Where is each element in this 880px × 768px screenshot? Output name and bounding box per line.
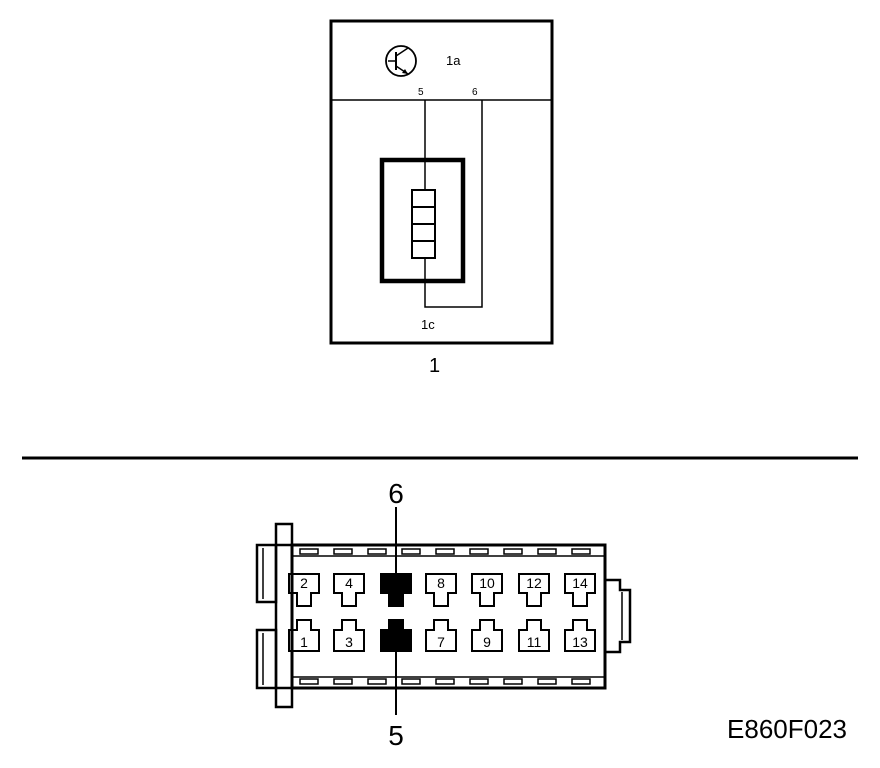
connector-latch bbox=[603, 578, 632, 654]
rib bbox=[537, 548, 557, 555]
cavity-pin-2: 2 bbox=[288, 573, 320, 607]
connector-ribs-top bbox=[299, 548, 591, 555]
rib bbox=[503, 548, 523, 555]
rib bbox=[537, 678, 557, 685]
rib bbox=[401, 678, 421, 685]
module-wires bbox=[424, 100, 483, 308]
pin-number-11: 11 bbox=[527, 634, 542, 650]
module-1: 1a 5 6 1c 1 bbox=[329, 19, 554, 377]
cavity-pin-10: 10 bbox=[471, 573, 503, 607]
connector: 2 4 8 10 12 14 1 bbox=[255, 478, 632, 751]
pin-number-8: 8 bbox=[437, 575, 445, 591]
module-outline bbox=[329, 19, 554, 345]
rib bbox=[333, 678, 353, 685]
rib bbox=[571, 548, 591, 555]
rib bbox=[469, 678, 489, 685]
cavity-pin-14: 14 bbox=[564, 573, 596, 607]
sub-upper-label: 1a bbox=[446, 53, 461, 68]
cavity-pin-7: 7 bbox=[425, 619, 457, 652]
rib bbox=[435, 548, 455, 555]
pin-number-7: 7 bbox=[437, 634, 445, 650]
pin-number-3: 3 bbox=[345, 634, 353, 650]
rib bbox=[503, 678, 523, 685]
cavity-pin-1: 1 bbox=[288, 619, 320, 652]
rib bbox=[299, 548, 319, 555]
module-pin-5-label: 5 bbox=[418, 87, 424, 98]
pin-number-1: 1 bbox=[300, 634, 308, 650]
module-pin-6-label: 6 bbox=[472, 87, 478, 98]
cavity-pin-9: 9 bbox=[471, 619, 503, 652]
cavity-pin-3: 3 bbox=[333, 619, 365, 652]
module-caption: 1 bbox=[429, 355, 440, 377]
rib bbox=[367, 678, 387, 685]
rib bbox=[401, 548, 421, 555]
connector-body bbox=[290, 543, 607, 690]
pin-number-2: 2 bbox=[300, 575, 308, 591]
pin-number-13: 13 bbox=[572, 634, 588, 650]
pin-number-4: 4 bbox=[345, 575, 353, 591]
cavity-pin-8: 8 bbox=[425, 573, 457, 607]
rib bbox=[333, 548, 353, 555]
cavity-pin-13: 13 bbox=[564, 619, 596, 652]
pin-number-10: 10 bbox=[479, 575, 495, 591]
rib bbox=[435, 678, 455, 685]
callout-label-bottom: 5 bbox=[388, 720, 404, 751]
resistor-element bbox=[411, 189, 436, 259]
sensor-housing bbox=[379, 157, 466, 284]
figure-code: E860F023 bbox=[727, 714, 847, 744]
callout-label-top: 6 bbox=[388, 478, 404, 509]
connector-ear-top-left bbox=[255, 543, 278, 604]
sub-lower-label: 1c bbox=[421, 317, 435, 332]
connector-ear-bottom-left bbox=[255, 628, 278, 690]
rib bbox=[299, 678, 319, 685]
cavity-pin-12: 12 bbox=[518, 573, 550, 607]
rib bbox=[469, 548, 489, 555]
pin-number-12: 12 bbox=[526, 575, 542, 591]
cavity-pin-4: 4 bbox=[333, 573, 365, 607]
pin-number-14: 14 bbox=[572, 575, 588, 591]
rib bbox=[571, 678, 591, 685]
connector-ribs-bottom bbox=[299, 678, 591, 685]
rib bbox=[367, 548, 387, 555]
transistor-icon bbox=[385, 45, 417, 77]
cavity-pin-11: 11 bbox=[518, 619, 550, 652]
pin-number-9: 9 bbox=[483, 634, 491, 650]
